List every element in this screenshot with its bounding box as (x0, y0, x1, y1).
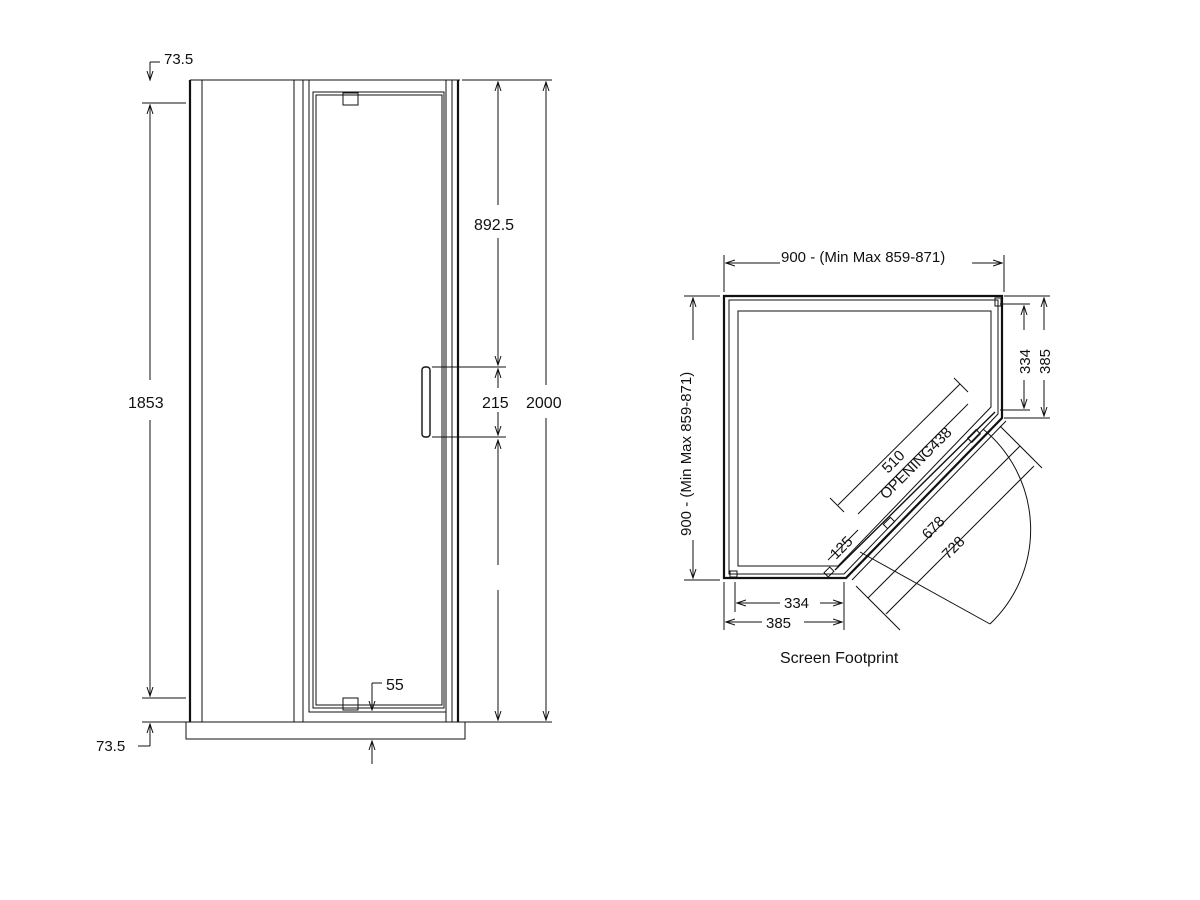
dim-panel-height: 1853 (128, 105, 186, 699)
fixed-panel (188, 80, 304, 722)
dim-bottom-offset: 73.5 (96, 721, 186, 755)
dim-bottom-385-label: 385 (766, 615, 791, 632)
dim-width: 900 - (Min Max 859-871) (723, 249, 1005, 292)
dim-handle-label: 215 (482, 395, 509, 412)
dim-728-label: 728 (939, 533, 969, 563)
dim-bottom-offset-label: 73.5 (96, 738, 125, 755)
dim-width-label: 900 - (Min Max 859-871) (781, 249, 945, 266)
dim-side-385-label: 385 (1037, 349, 1054, 374)
dim-panel-height-label: 1853 (128, 395, 164, 412)
dim-top-offset-label: 73.5 (164, 51, 193, 68)
dim-handle: 215 (482, 369, 509, 720)
dim-678-label: 678 (919, 513, 949, 543)
dim-top-offset: 73.5 (142, 51, 193, 104)
shower-tray (185, 721, 466, 740)
pivot-door (308, 79, 460, 722)
dim-side-334-label: 334 (1017, 349, 1034, 374)
dim-depth: 900 - (Min Max 859-871) (678, 295, 720, 581)
dim-upper-to-handle-label: 892.5 (474, 217, 514, 234)
dim-upper-to-handle: 892.5 (474, 82, 514, 365)
dim-hinge-bottom-label: 55 (386, 677, 404, 694)
door-swing-arc (982, 428, 1032, 625)
door-handle (421, 366, 431, 438)
front-elevation: 73.5 1853 73.5 892.5 (96, 51, 562, 764)
footprint-hinge-3 (823, 566, 835, 578)
dim-diagonal-inner: 510 OPENING438 125 (827, 377, 969, 563)
dim-side: 334 385 (1000, 295, 1054, 419)
footprint-hinge-1 (966, 428, 982, 444)
footprint-hinge-2 (882, 516, 896, 530)
dim-bottom-334-label: 334 (784, 595, 809, 612)
dim-total-height: 2000 (526, 82, 562, 720)
dim-hinge-bottom: 55 (372, 677, 404, 764)
footprint-caption: Screen Footprint (780, 650, 899, 667)
dim-bottom: 334 385 (723, 582, 845, 632)
dim-depth-label: 900 - (Min Max 859-871) (678, 372, 695, 536)
bottom-hinge (342, 697, 359, 711)
top-hinge (342, 92, 359, 106)
footprint-outline (722, 294, 1004, 580)
dim-total-height-label: 2000 (526, 395, 562, 412)
screen-footprint: 900 - (Min Max 859-871) 900 - (Min Max 8… (678, 249, 1054, 667)
dim-125-label: 125 (827, 533, 857, 563)
